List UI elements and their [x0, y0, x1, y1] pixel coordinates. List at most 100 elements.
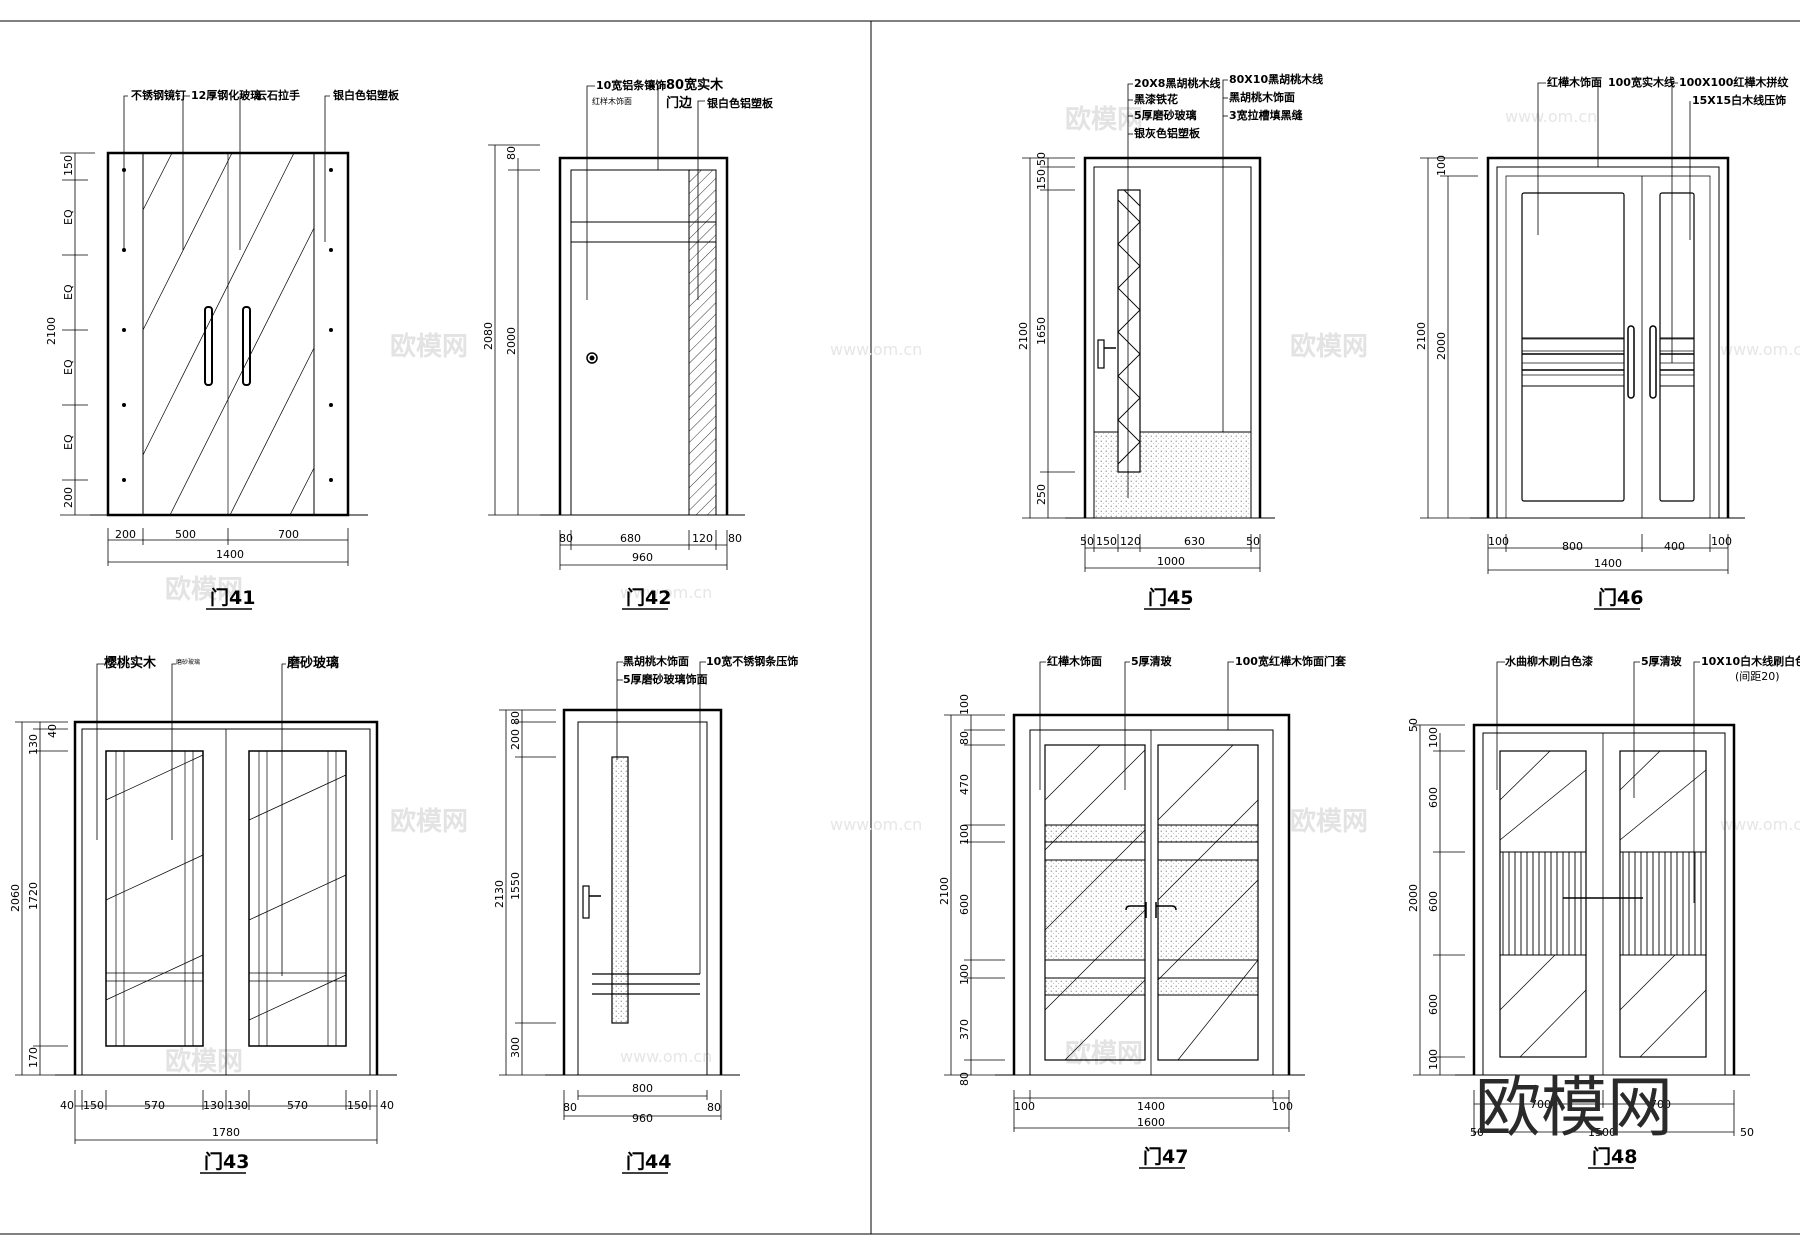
door-44-dim: 1550 [509, 872, 522, 900]
door-41-dim: 150 [62, 155, 75, 176]
door-43-dim: 40 [46, 724, 59, 738]
door-44 [499, 661, 740, 1120]
door-45-label: 20X8黑胡桃木线 [1134, 76, 1220, 90]
door-44-dim: 2130 [493, 880, 506, 908]
door-43-dim: 570 [144, 1099, 165, 1112]
door-41-dim: 700 [278, 528, 299, 541]
door-41-label: 云石拉手 [256, 88, 300, 102]
door-45-label: 黑漆铁花 [1134, 92, 1178, 106]
door-43-dim: 150 [347, 1099, 368, 1112]
watermark-brand: 欧模网 [390, 331, 468, 362]
door-43-frame [73, 720, 379, 1075]
door-45-dim: 1650 [1035, 317, 1048, 345]
door-45-label: 黑胡桃木饰面 [1229, 90, 1295, 104]
door-46-dim: 400 [1664, 540, 1685, 553]
door-47-dim: 470 [958, 774, 971, 795]
door-42-label: 红样木饰面 [592, 96, 632, 106]
door-41 [60, 95, 368, 566]
door-42-aluminum-panel [688, 169, 717, 516]
door-45-label: 银灰色铝塑板 [1134, 126, 1201, 140]
door-42-label: 银白色铝塑板 [707, 96, 774, 110]
door-48-dim: 2000 [1407, 884, 1420, 912]
door-42-label: 10宽铝条镶饰 [596, 78, 666, 92]
door-48-dim: 700 [1530, 1098, 1551, 1111]
door-46-label: 100X100红樺木拼纹 [1679, 75, 1789, 89]
door-45-frame [1083, 156, 1262, 518]
door-46-text: 红樺木饰面 100宽实木线 100X100红樺木拼纹 15X15白木线压饰 10… [1415, 75, 1789, 610]
door-42-dim: 2080 [482, 322, 495, 350]
watermark-brand: 欧模网 [1290, 331, 1368, 362]
door-48-dim: 100 [1427, 1049, 1440, 1070]
door-48-grille-left [1499, 851, 1587, 956]
door-45-title: 门45 [1148, 586, 1193, 609]
door-46-label: 100宽实木线 [1608, 75, 1675, 89]
door-42-knob [586, 352, 598, 364]
door-45-iron-pattern [1117, 199, 1141, 465]
door-48 [1413, 661, 1750, 1136]
door-43-label: 磨砂玻璃 [287, 655, 339, 671]
watermark-brand: 欧模网 [165, 574, 243, 605]
door-46-handle-right [1649, 325, 1657, 399]
door-45-text: 20X8黑胡桃木线 黑漆铁花 5厚磨砂玻璃 银灰色铝塑板 80X10黑胡桃木线 … [1017, 72, 1323, 610]
door-47-frosted-panel [1044, 859, 1146, 961]
door-48-label: 5厚清玻 [1641, 654, 1683, 668]
door-41-title: 门41 [210, 586, 255, 609]
door-45 [1022, 79, 1275, 572]
door-46-dim: 800 [1562, 540, 1583, 553]
door-47-frame [1012, 713, 1291, 1075]
door-45-handle [1097, 339, 1105, 369]
door-45-dim: 250 [1035, 484, 1048, 505]
door-48-label: 10X10白木线刷白色漆 [1701, 654, 1800, 668]
door-43 [15, 663, 397, 1144]
door-41-text: 不锈钢镜钉 12厚钢化玻璃 云石拉手 银白色铝塑板 200 500 700 14… [45, 88, 400, 610]
door-48-dim: 50 [1470, 1126, 1484, 1139]
door-48-dim: 50 [1740, 1126, 1754, 1139]
door-43-right-glass [248, 750, 347, 1047]
door-41-handle-right [242, 306, 251, 386]
door-45-glass-strip [1117, 189, 1141, 473]
door-42-dim: 80 [728, 532, 742, 545]
door-41-dim: 200 [62, 487, 75, 508]
door-42-dim: 120 [692, 532, 713, 545]
door-41-label: 银白色铝塑板 [333, 88, 400, 102]
door-43-left-glass [105, 750, 204, 1047]
door-48-dim: 600 [1427, 994, 1440, 1015]
door-47-dim: 1600 [1137, 1116, 1165, 1129]
door-48-dim: 100 [1427, 727, 1440, 748]
door-42-label: 门边 [666, 95, 693, 111]
door-46-dim: 100 [1711, 535, 1732, 548]
door-47-label: 红樺木饰面 [1047, 654, 1102, 668]
door-41-dim: EQ [62, 209, 75, 225]
door-43-dim: 130 [227, 1099, 248, 1112]
door-41-handle-left [204, 306, 213, 386]
door-47-dim: 1400 [1137, 1100, 1165, 1113]
door-41-dim: 500 [175, 528, 196, 541]
door-41-dim: 200 [115, 528, 136, 541]
door-45-label: 80X10黑胡桃木线 [1229, 72, 1323, 86]
door-44-label: 5厚磨砂玻璃饰面 [623, 672, 708, 686]
door-46-label: 红樺木饰面 [1547, 75, 1602, 89]
door-44-dim: 80 [563, 1101, 577, 1114]
door-46-dim: 2000 [1435, 332, 1448, 360]
door-48-dim: 700 [1650, 1098, 1671, 1111]
door-41-dim: EQ [62, 434, 75, 450]
door-44-label: 黑胡桃木饰面 [623, 654, 689, 668]
sheet-frame [0, 20, 1800, 1235]
door-43-dim: 170 [27, 1047, 40, 1068]
door-47-dim: 100 [1014, 1100, 1035, 1113]
door-47-dim: 100 [958, 824, 971, 845]
door-47-dim: 600 [958, 894, 971, 915]
door-43-dim: 570 [287, 1099, 308, 1112]
door-46-handle-left [1627, 325, 1635, 399]
brand-watermark: 欧模网 [1475, 1069, 1673, 1146]
watermark-url: www.om.cn [830, 340, 922, 359]
door-43-text: 樱桃实木 磨砂玻璃 磨砂玻璃 40 150 570 130 130 570 15… [9, 655, 394, 1174]
watermark-url: www.om.cn [620, 583, 712, 602]
door-48-label: (间距20) [1735, 670, 1780, 683]
watermark-url: www.om.cn [620, 1047, 712, 1066]
watermark-brand: 欧模网 [1065, 1038, 1143, 1069]
door-41-dim: 2100 [45, 317, 58, 345]
door-44-dim: 80 [707, 1101, 721, 1114]
door-42-text: 10宽铝条镶饰 红样木饰面 80宽实木 门边 银白色铝塑板 80 680 120… [482, 77, 774, 610]
